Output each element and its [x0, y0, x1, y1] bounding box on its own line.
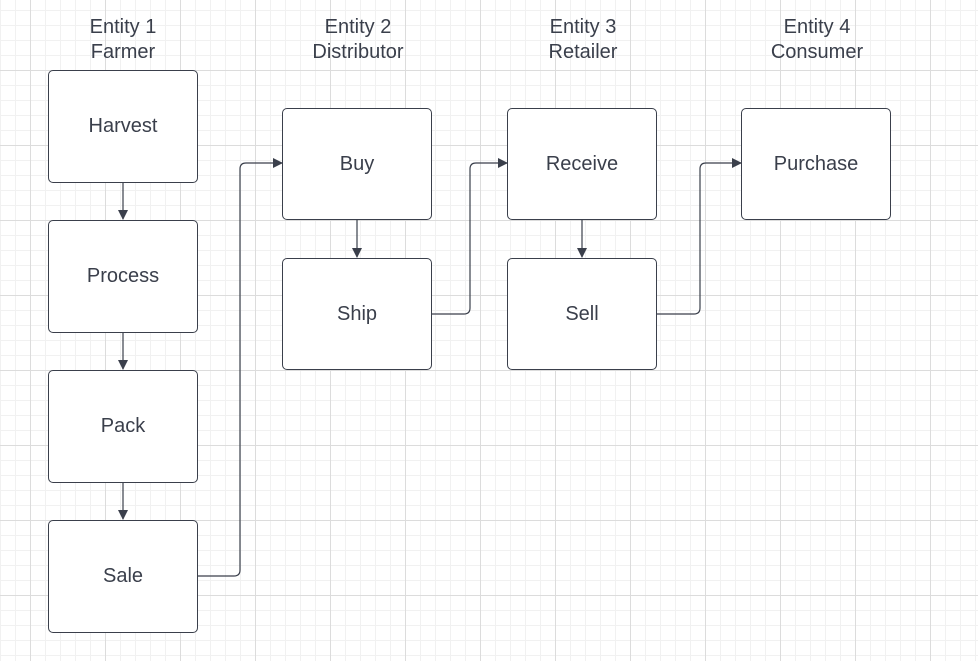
- entity-1-header: Entity 1 Farmer: [43, 15, 203, 65]
- node-sell[interactable]: Sell: [507, 258, 657, 370]
- node-receive-label: Receive: [545, 152, 619, 175]
- entity-2-role: Distributor: [312, 41, 404, 63]
- entity-4-label: Entity 4: [783, 16, 851, 38]
- entity-2-header: Entity 2 Distributor: [278, 15, 438, 65]
- connector-ship-receive[interactable]: [432, 158, 508, 315]
- node-purchase[interactable]: Purchase: [741, 108, 891, 220]
- entity-3-header: Entity 3 Retailer: [503, 15, 663, 65]
- node-sale-label: Sale: [102, 565, 144, 587]
- entity-1-role: Farmer: [90, 41, 156, 63]
- node-buy[interactable]: Buy: [282, 108, 432, 220]
- entity-4-role: Consumer: [770, 41, 864, 63]
- node-process-label: Process: [86, 265, 160, 287]
- entity-3-label: Entity 3: [549, 16, 617, 38]
- node-receive[interactable]: Receive: [507, 108, 657, 220]
- node-harvest-label: Harvest: [88, 115, 158, 137]
- connector-sell-purchase[interactable]: [657, 158, 742, 315]
- node-sell-label: Sell: [565, 302, 599, 325]
- node-sale[interactable]: Sale: [48, 520, 198, 633]
- node-purchase-label: Purchase: [773, 152, 859, 175]
- node-ship-label: Ship: [336, 302, 378, 325]
- node-pack[interactable]: Pack: [48, 370, 198, 483]
- node-pack-label: Pack: [100, 415, 146, 437]
- entity-3-role: Retailer: [548, 41, 618, 63]
- node-buy-label: Buy: [339, 152, 375, 175]
- node-harvest[interactable]: Harvest: [48, 70, 198, 183]
- node-ship[interactable]: Ship: [282, 258, 432, 370]
- connector-sale-buy[interactable]: [198, 158, 283, 577]
- entity-4-header: Entity 4 Consumer: [737, 15, 897, 65]
- node-process[interactable]: Process: [48, 220, 198, 333]
- entity-2-label: Entity 2: [324, 16, 392, 38]
- entity-1-label: Entity 1: [89, 16, 157, 38]
